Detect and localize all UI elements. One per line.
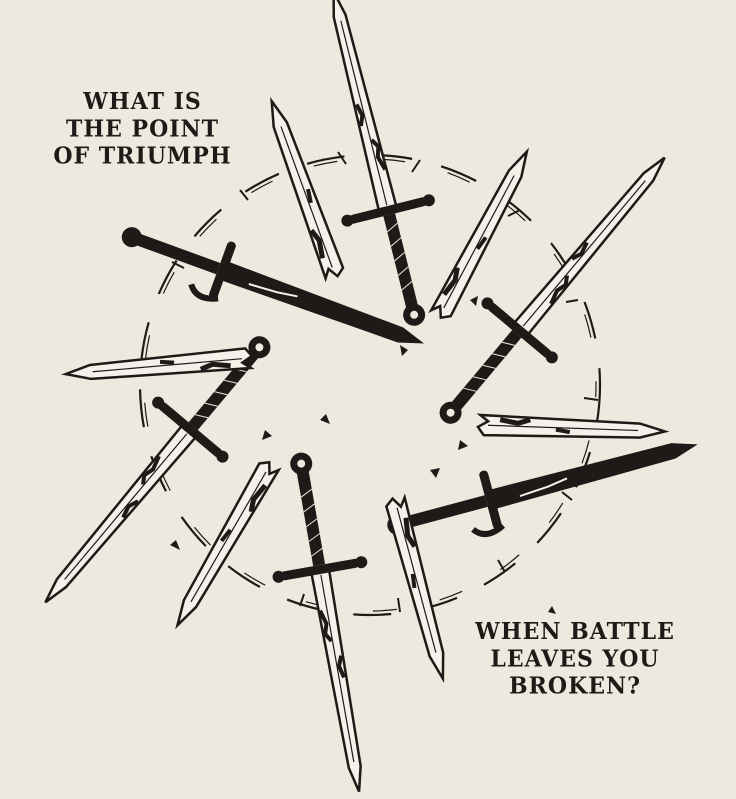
broken-blade-icon	[169, 458, 280, 630]
bottom-caption-line: WHEN BATTLE	[475, 618, 675, 646]
bottom-caption-line: BROKEN?	[509, 672, 641, 700]
shards	[170, 296, 556, 614]
broken-blade-icon	[430, 147, 535, 322]
broken-blade-icon	[478, 415, 666, 442]
bottom-caption: WHEN BATTLE LEAVES YOU BROKEN?	[455, 618, 695, 700]
bottom-caption-line: LEAVES YOU	[490, 645, 660, 673]
top-caption-line: OF TRIUMPH	[53, 142, 232, 170]
sword-icon	[284, 0, 466, 340]
top-caption-line: WHAT IS	[83, 88, 202, 116]
barbed-wire-ring-icon	[138, 151, 602, 617]
top-caption-line: THE POINT	[65, 115, 220, 143]
broken-blade-icon	[65, 348, 253, 384]
broken-blade-icon	[262, 98, 345, 281]
sword-icon	[250, 442, 409, 799]
top-caption: WHAT IS THE POINT OF TRIUMPH	[40, 88, 245, 170]
